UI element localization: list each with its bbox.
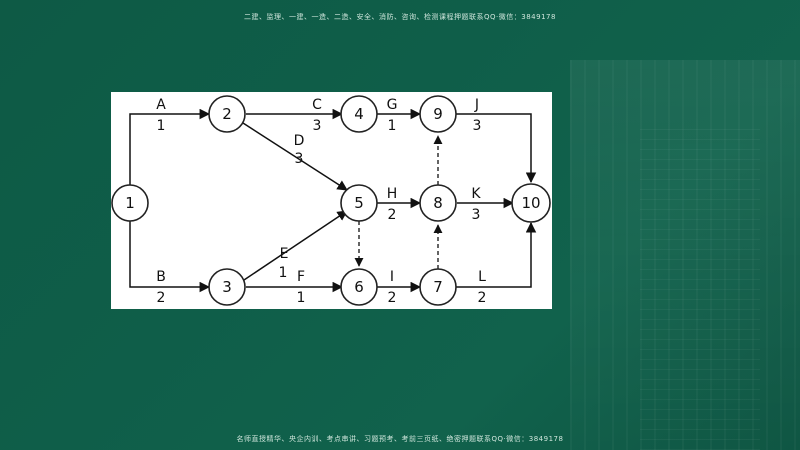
activity-name-L: L (478, 269, 486, 285)
node-label: 1 (125, 194, 135, 212)
activity-duration-G: 1 (388, 118, 397, 134)
node-8: 8 (419, 184, 457, 222)
network-diagram-panel: A 1 B 2 C 3 D 3 E 1 F 1 G 1 H 2 I 2 J 3 … (111, 92, 552, 309)
activity-name-K: K (471, 186, 481, 202)
activity-arrow-D (242, 122, 348, 191)
node-3: 3 (208, 268, 246, 306)
activity-name-B: B (156, 269, 166, 285)
activity-arrow-J (456, 113, 537, 184)
node-label: 9 (433, 105, 443, 123)
node-2: 2 (208, 95, 246, 133)
node-label: 6 (354, 278, 364, 296)
activity-name-C: C (312, 97, 322, 113)
activity-name-F: F (297, 269, 305, 285)
activity-duration-K: 3 (472, 207, 481, 223)
activity-name-D: D (294, 133, 305, 149)
activity-name-H: H (387, 186, 398, 202)
activity-duration-E: 1 (279, 265, 288, 281)
node-4: 4 (340, 95, 378, 133)
activity-duration-C: 3 (313, 118, 322, 134)
activity-name-J: J (474, 97, 479, 113)
activity-name-E: E (280, 246, 289, 262)
node-5: 5 (340, 184, 378, 222)
activity-name-I: I (390, 269, 394, 285)
activity-duration-B: 2 (157, 290, 166, 306)
node-9: 9 (419, 95, 457, 133)
node-1: 1 (111, 184, 149, 222)
node-label: 8 (433, 194, 443, 212)
activity-arrow-B (129, 221, 211, 293)
node-7: 7 (419, 268, 457, 306)
node-label: 5 (354, 194, 364, 212)
node-label: 4 (354, 105, 364, 123)
activity-arrow-E (243, 210, 348, 281)
header-banner: 二建、监理、一建、一造、二造、安全、消防、咨询、检测课程押题联系QQ·微信：38… (244, 13, 556, 21)
network-diagram: A 1 B 2 C 3 D 3 E 1 F 1 G 1 H 2 I 2 J 3 … (111, 95, 551, 306)
node-label: 3 (222, 278, 232, 296)
node-10: 10 (511, 183, 551, 223)
activity-name-G: G (387, 97, 398, 113)
node-6: 6 (340, 268, 378, 306)
activity-duration-J: 3 (473, 118, 482, 134)
activity-duration-H: 2 (388, 207, 397, 223)
node-label: 2 (222, 105, 232, 123)
activity-duration-A: 1 (157, 118, 166, 134)
background-grid-decoration (640, 120, 760, 450)
activity-arrow-A (129, 108, 211, 185)
footer-banner: 名师直授精华、央企内训、考点串讲、习题预考、考前三页纸、绝密押题联系QQ·微信：… (236, 435, 564, 443)
node-label: 10 (521, 194, 540, 212)
activity-name-A: A (156, 97, 166, 113)
background-building-decoration (570, 60, 800, 450)
activity-arrow-L (456, 221, 537, 288)
activity-duration-D: 3 (295, 151, 304, 167)
node-label: 7 (433, 278, 443, 296)
activity-duration-L: 2 (478, 290, 487, 306)
activity-duration-I: 2 (388, 290, 397, 306)
activity-duration-F: 1 (297, 290, 306, 306)
